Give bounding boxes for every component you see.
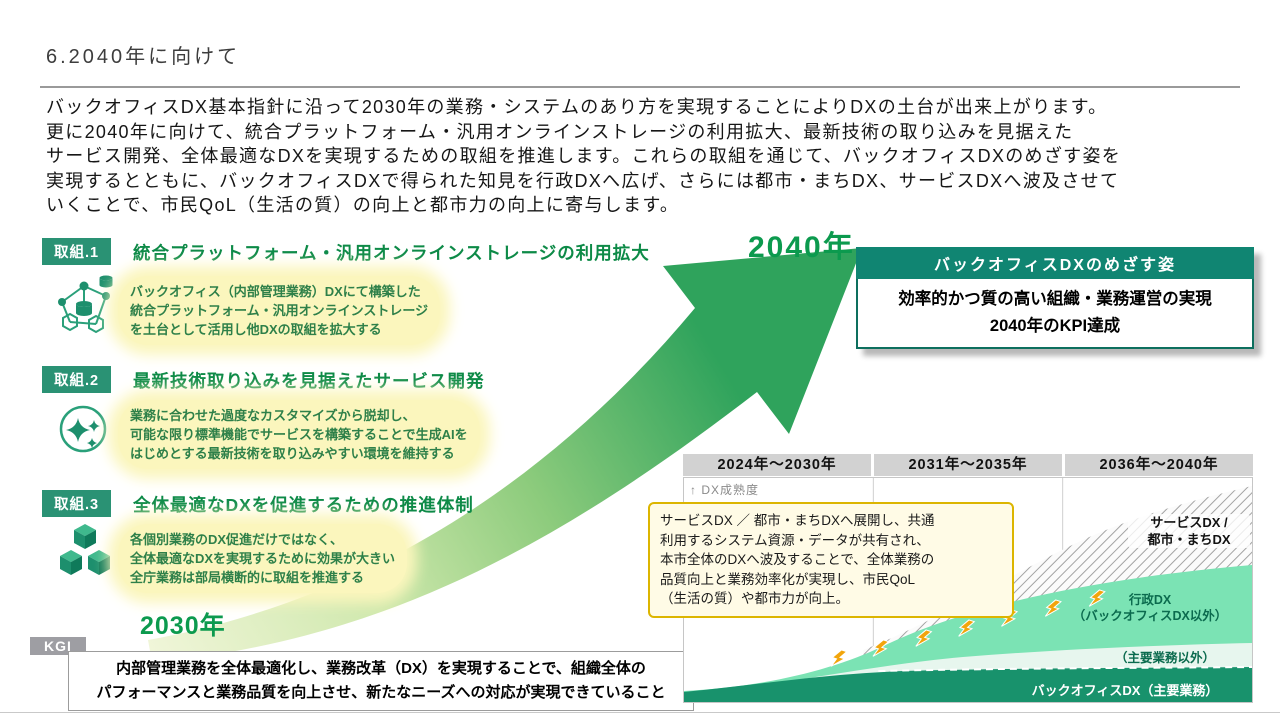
initiative-2-highlight: 業務に合わせた過度なカスタマイズから脱却し、 可能な限り標準機能でサービスを構築… bbox=[118, 400, 480, 469]
initiative-1-title: 統合プラットフォーム・汎用オンラインストレージの利用拡大 bbox=[133, 243, 650, 263]
period-cell-1: 2024年〜2030年 bbox=[683, 454, 871, 476]
period-cell-2: 2031年〜2035年 bbox=[874, 454, 1062, 476]
initiative-2-title: 最新技術取り込みを見据えたサービス開発 bbox=[133, 371, 485, 391]
goal-line: 2040年のKPI達成 bbox=[989, 317, 1121, 335]
kgi-box: 内部管理業務を全体最適化し、業務改革（DX）を実現することで、組織全体の パフォ… bbox=[68, 651, 694, 711]
initiative-3-text: 全庁業務は部局横断的に取組を推進する bbox=[130, 570, 365, 585]
kgi-text: パフォーマンスと業務品質を向上させ、新たなニーズへの対応が実現できていること bbox=[96, 684, 666, 701]
band-label-non-core: （主要業務以外） bbox=[1114, 651, 1215, 665]
chart-period-header: 2024年〜2030年 2031年〜2035年 2036年〜2040年 bbox=[683, 454, 1253, 476]
initiative-2-text: 業務に合わせた過度なカスタマイズから脱却し、 bbox=[130, 408, 416, 423]
callout-line: サービスDX ／ 都市・まちDXへ展開し、共通 bbox=[660, 513, 935, 528]
goal-box-body: 効率的かつ質の高い組織・業務運営の実現 2040年のKPI達成 bbox=[856, 279, 1254, 349]
callout-box: サービスDX ／ 都市・まちDXへ展開し、共通 利用するシステム資源・データが共… bbox=[648, 502, 1014, 618]
kgi-text: 内部管理業務を全体最適化し、業務改革（DX）を実現することで、組織全体の bbox=[116, 660, 646, 677]
period-cell-3: 2036年〜2040年 bbox=[1065, 454, 1253, 476]
year-label-2040: 2040年 bbox=[748, 231, 855, 264]
initiative-1-highlight: バックオフィス（内部管理業務）DXにて構築した 統合プラットフォーム・汎用オンラ… bbox=[118, 276, 441, 345]
intro-line: サービス開発、全体最適なDXを実現するための取組を推進します。これらの取組を通じ… bbox=[46, 146, 1122, 166]
kgi-badge: KGI bbox=[30, 637, 86, 655]
initiative-3-title: 全体最適なDXを促進するための推進体制 bbox=[133, 495, 474, 515]
goal-box-header: バックオフィスDXのめざす姿 bbox=[856, 247, 1254, 279]
initiative-3-highlight: 各個別業務のDX促進だけではなく、 全体最適なDXを実現するために効果が大きい … bbox=[118, 524, 408, 593]
initiative-3-badge: 取組.3 bbox=[42, 490, 112, 517]
initiative-2-badge: 取組.2 bbox=[42, 366, 112, 393]
y-axis-label: ↑ DX成熟度 bbox=[690, 483, 760, 497]
band-label-service-dx: サービスDX / 都市・まちDX bbox=[1128, 514, 1250, 548]
initiative-2-text: はじめとする最新技術を取り込みやすい環境を維持する bbox=[130, 446, 455, 461]
goal-box: バックオフィスDXのめざす姿 効率的かつ質の高い組織・業務運営の実現 2040年… bbox=[856, 247, 1254, 349]
initiative-1-badge: 取組.1 bbox=[42, 238, 112, 265]
initiative-1-text: を土台として活用し他DXの取組を拡大する bbox=[130, 322, 382, 337]
intro-line: いくことで、市民QoL（生活の質）の向上と都市力の向上に寄与します。 bbox=[46, 195, 680, 215]
year-label-2030: 2030年 bbox=[140, 612, 226, 640]
band-label-line: 行政DX bbox=[1128, 593, 1172, 607]
callout-line: 品質向上と業務効率化が実現し、市民QoL bbox=[660, 571, 916, 587]
page-title: 6.2040年に向けて bbox=[46, 46, 241, 68]
callout-line: 本市全体のDXへ波及することで、全体業務の bbox=[660, 552, 935, 567]
initiative-1-text: 統合プラットフォーム・汎用オンラインストレージ bbox=[130, 303, 429, 318]
sparkles-icon bbox=[59, 405, 107, 453]
title-divider bbox=[40, 86, 1240, 88]
callout-line: 利用するシステム資源・データが共有され、 bbox=[660, 532, 930, 548]
initiative-3-text: 各個別業務のDX促進だけではなく、 bbox=[130, 532, 344, 547]
intro-paragraph: バックオフィスDX基本指針に沿って2030年の業務・システムのあり方を実現するこ… bbox=[46, 95, 1261, 218]
intro-line: 実現するとともに、バックオフィスDXで得られた知見を行政DXへ広げ、さらには都市… bbox=[46, 170, 1120, 191]
band-label-line: サービスDX / bbox=[1150, 515, 1228, 530]
goal-line: 効率的かつ質の高い組織・業務運営の実現 bbox=[898, 290, 1212, 308]
band-label-backoffice-core: バックオフィスDX（主要業務） bbox=[1031, 683, 1219, 698]
cubes-icon bbox=[60, 524, 110, 575]
initiative-3-text: 全体最適なDXを実現するために効果が大きい bbox=[130, 551, 396, 566]
band-label-gyosei-dx: 行政DX （バックオフィスDX以外） bbox=[1048, 592, 1252, 624]
network-storage-icon bbox=[58, 275, 113, 334]
callout-line: （生活の質）や都市力が向上。 bbox=[660, 591, 849, 606]
band-label-line: 都市・まちDX bbox=[1147, 532, 1231, 547]
initiative-2-text: 可能な限り標準機能でサービスを構築することで生成AIを bbox=[130, 427, 468, 442]
band-label-line: （バックオフィスDX以外） bbox=[1072, 609, 1228, 623]
intro-line: バックオフィスDX基本指針に沿って2030年の業務・システムのあり方を実現するこ… bbox=[46, 97, 1108, 117]
initiative-1-text: バックオフィス（内部管理業務）DXにて構築した bbox=[130, 284, 421, 299]
intro-line: 更に2040年に向けて、統合プラットフォーム・汎用オンラインストレージの利用拡大… bbox=[46, 121, 1074, 142]
bottom-border bbox=[0, 712, 1280, 713]
